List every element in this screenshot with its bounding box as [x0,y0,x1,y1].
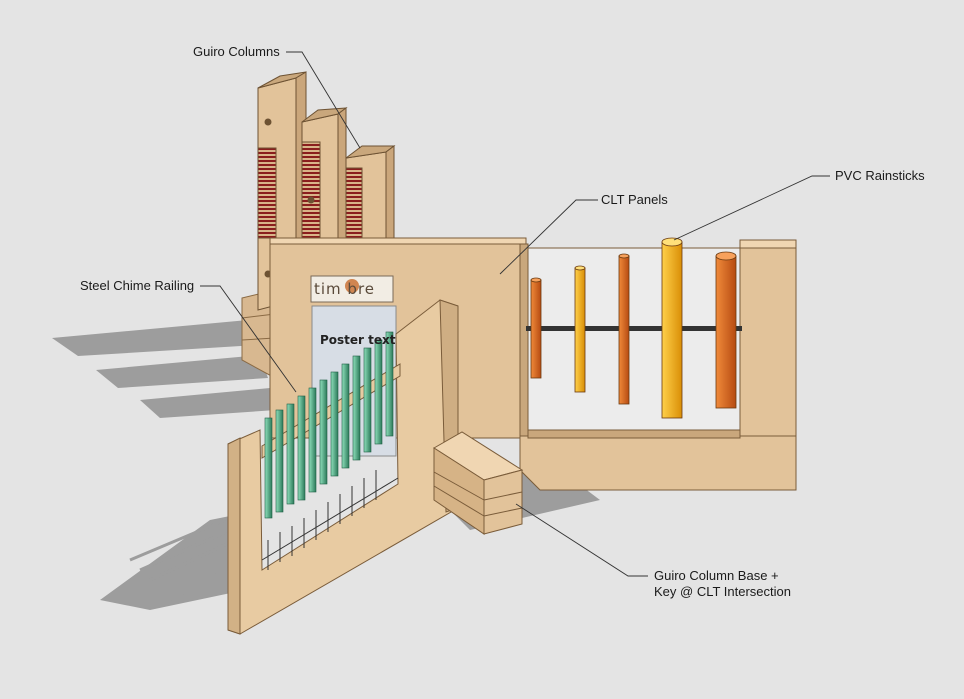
guiro-column-2 [302,108,346,246]
timbre-logo-text: tim bre [314,280,375,298]
guiro-column-base-key [434,432,522,534]
rainstick-opening [528,248,740,430]
poster-text: Poster text [320,333,396,347]
guiro-column-3 [346,146,394,242]
rainstick-2 [575,268,585,392]
label-steel-chime-railing: Steel Chime Railing [80,278,194,294]
rainstick-1-top [531,278,541,282]
label-clt-panels: CLT Panels [601,192,668,208]
rainstick-rail [526,326,742,331]
label-guiro-columns: Guiro Columns [193,44,280,60]
label-guiro-base-line1: Guiro Column Base + [654,568,779,584]
rainstick-1 [531,280,541,378]
label-pvc-rainsticks: PVC Rainsticks [835,168,925,184]
rainstick-2-top [575,266,585,270]
rainstick-4-top [662,238,682,246]
leader-pvc-rainsticks [674,176,830,240]
rainstick-3 [619,256,629,404]
rainstick-5-top [716,252,736,260]
rainstick-4 [662,242,682,418]
label-guiro-base-line2: Key @ CLT Intersection [654,584,791,600]
rainstick-5 [716,256,736,408]
rainstick-3-top [619,254,629,258]
